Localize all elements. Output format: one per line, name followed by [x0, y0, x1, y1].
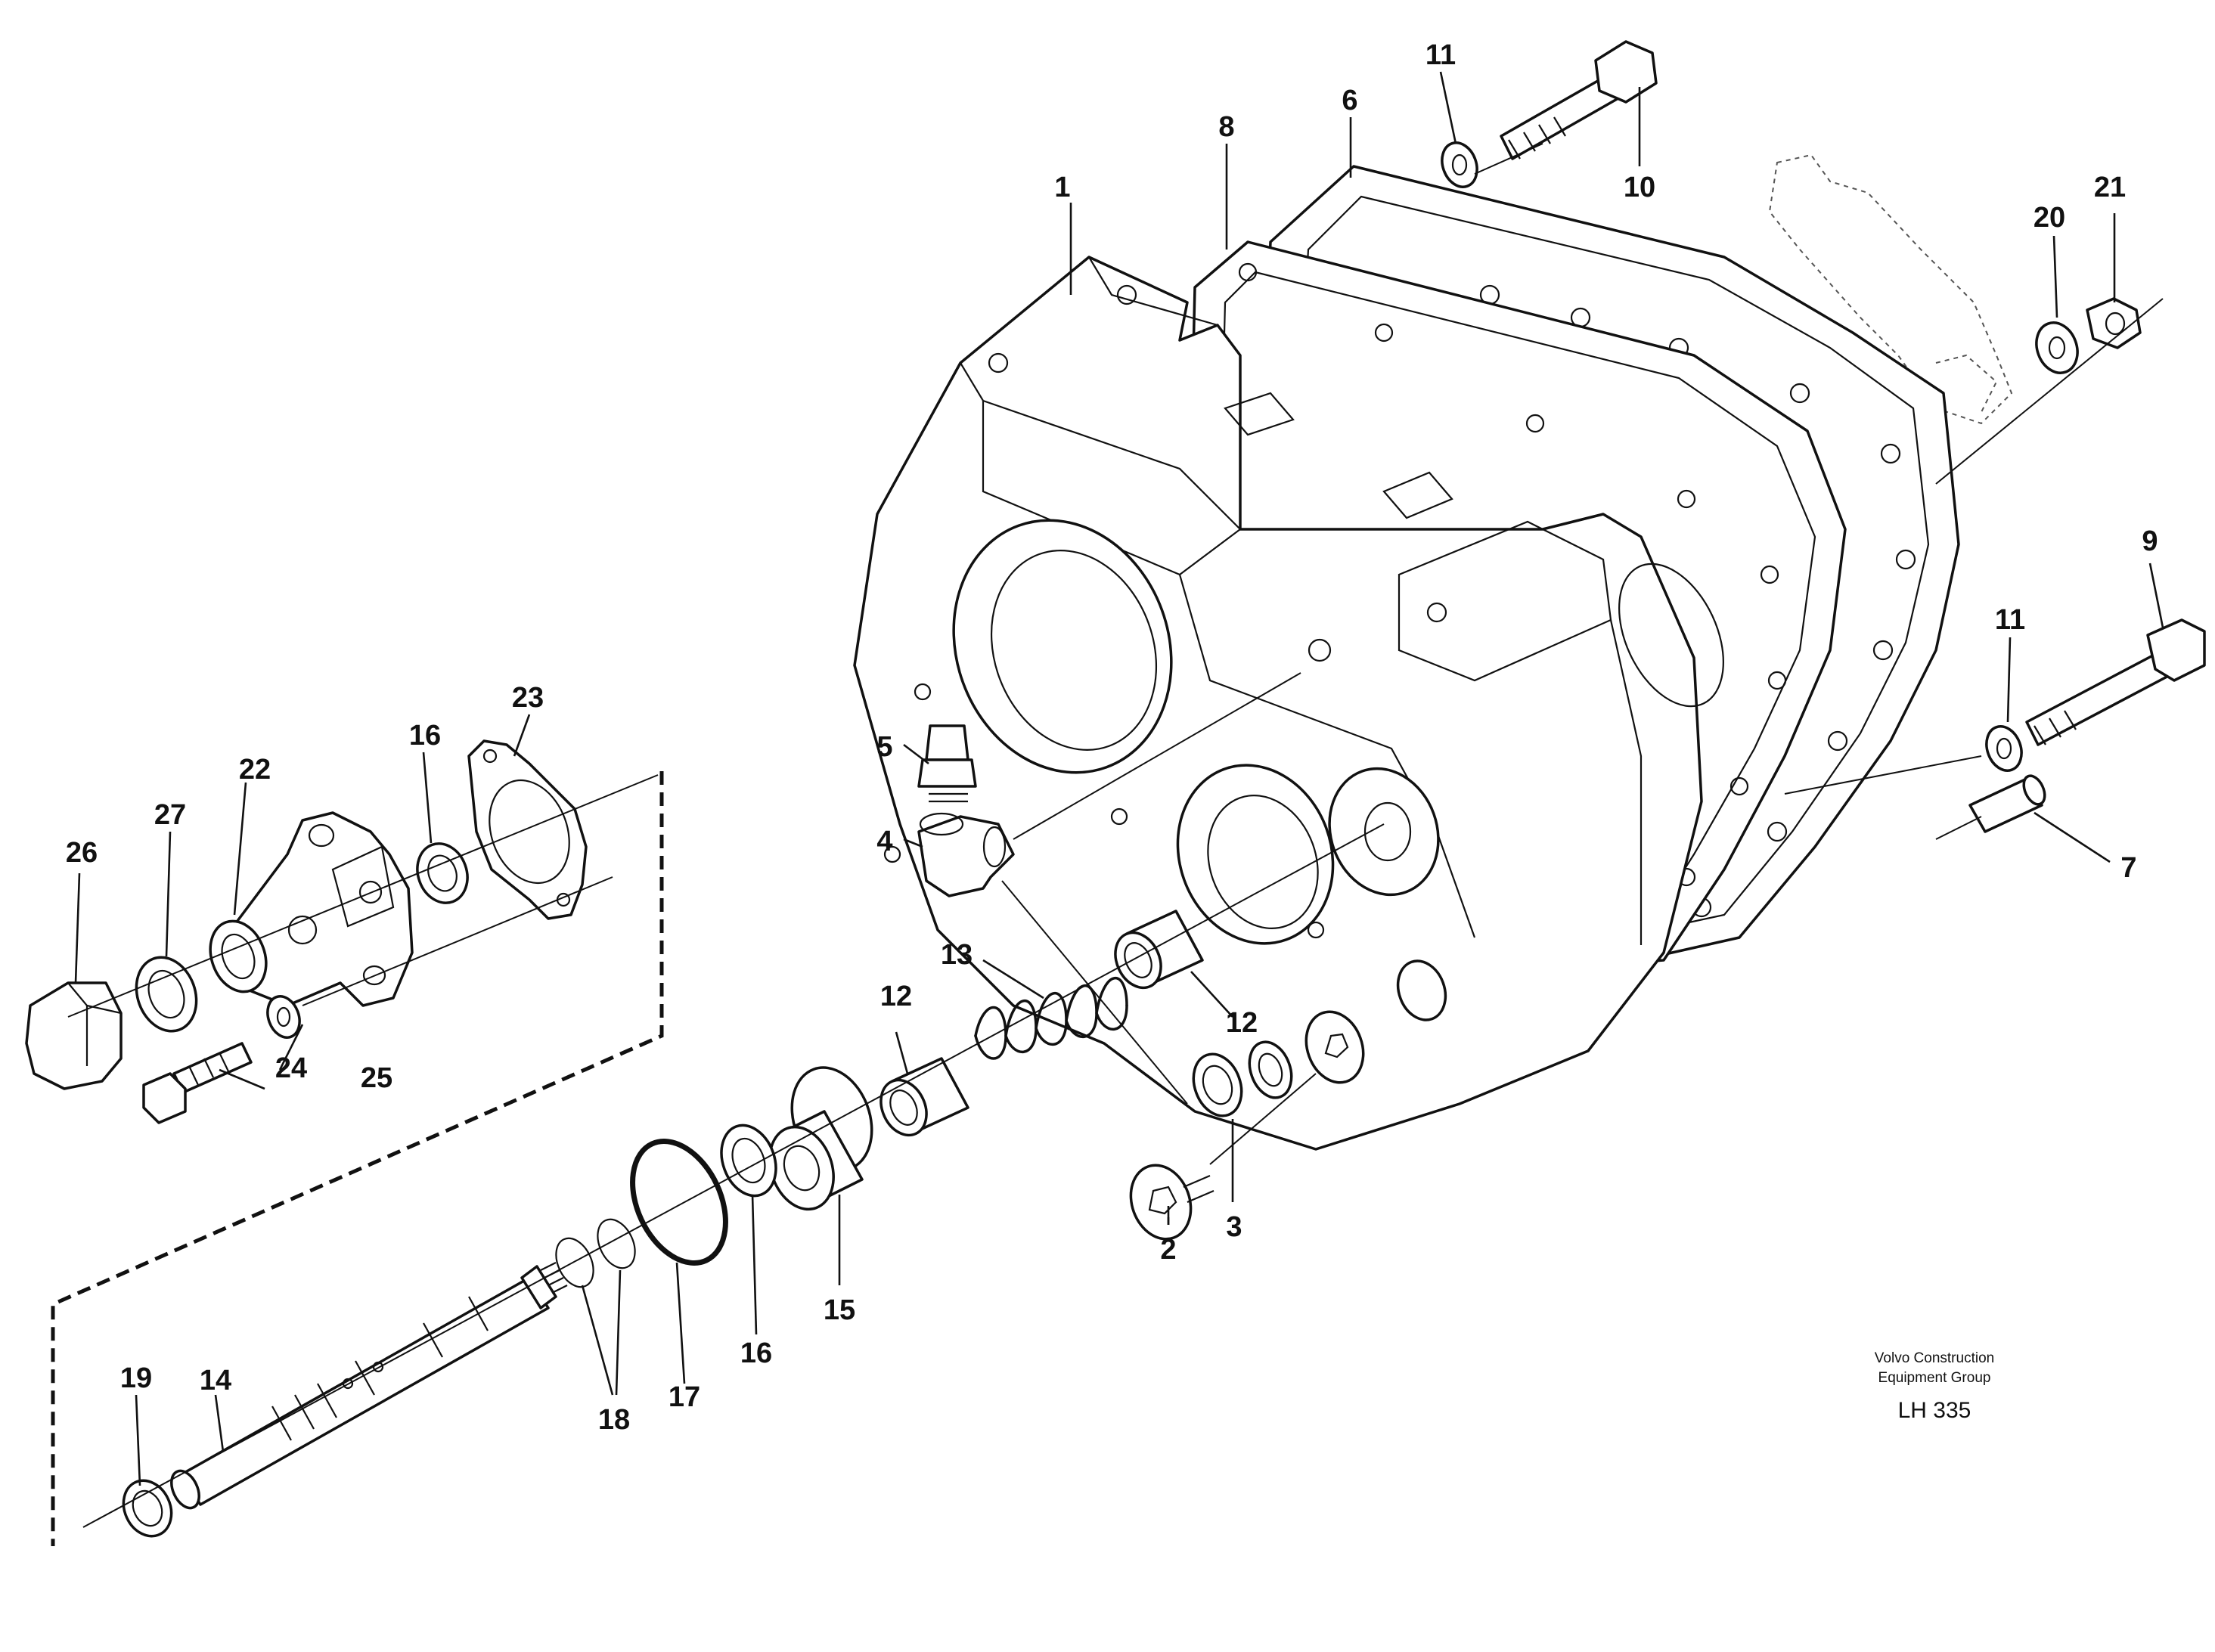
callout-23: 23 — [512, 682, 544, 714]
dowel-pin-7 — [1968, 774, 2046, 833]
callout-10: 10 — [1624, 172, 1655, 203]
callout-26: 26 — [66, 837, 98, 869]
callout-19: 19 — [120, 1362, 152, 1394]
callout-16-lower: 16 — [740, 1337, 772, 1369]
seal-ring-3 — [1192, 1040, 1293, 1117]
leader-lines — [74, 71, 2164, 1486]
callout-labels: 1 2 3 4 5 6 7 8 9 10 11 11 12 12 13 14 1… — [66, 39, 2158, 1436]
cap-nut-26 — [25, 981, 123, 1090]
callout-2: 2 — [1160, 1234, 1176, 1266]
brand-line-2: Equipment Group — [1878, 1370, 1991, 1386]
callout-5: 5 — [876, 731, 892, 763]
end-cap-22 — [209, 811, 414, 1007]
callout-12-upper: 12 — [1226, 1007, 1258, 1039]
callout-15: 15 — [824, 1294, 855, 1326]
callout-11-right: 11 — [1995, 604, 2025, 636]
callout-20: 20 — [2034, 202, 2065, 234]
installed-plug — [1304, 959, 1447, 1084]
callout-11-top: 11 — [1425, 39, 1456, 71]
brand-block: Volvo Construction Equipment Group LH 33… — [1875, 1350, 1994, 1423]
bushing-12-lower — [879, 1057, 969, 1137]
washer-20 — [2035, 321, 2079, 374]
assembly-axes — [67, 143, 2164, 1528]
washer-25 — [266, 995, 301, 1039]
bolt-top — [1500, 40, 1658, 160]
callout-13: 13 — [941, 939, 973, 971]
callout-6: 6 — [1342, 85, 1357, 116]
callout-12-lower: 12 — [880, 981, 912, 1012]
callout-3: 3 — [1226, 1211, 1242, 1243]
seal-27 — [135, 956, 198, 1033]
callout-8: 8 — [1218, 111, 1234, 143]
brand-line-1: Volvo Construction — [1875, 1350, 1994, 1366]
circlip-19 — [122, 1479, 173, 1538]
bolt-right — [2025, 618, 2206, 746]
callout-24: 24 — [275, 1052, 307, 1084]
transmission-housing — [853, 256, 1724, 1151]
callout-21: 21 — [2094, 172, 2126, 203]
plug-5 — [917, 724, 977, 803]
callout-7: 7 — [2120, 852, 2136, 884]
plug-2 — [1129, 1164, 1215, 1241]
gasket-23 — [467, 739, 588, 920]
bushing-12-upper — [1114, 910, 1204, 990]
callout-4: 4 — [876, 826, 892, 857]
callout-1: 1 — [1054, 172, 1070, 203]
callout-18: 18 — [598, 1404, 630, 1436]
callout-17: 17 — [669, 1381, 700, 1413]
callout-27: 27 — [154, 799, 186, 831]
callout-14: 14 — [200, 1365, 231, 1396]
callout-25: 25 — [361, 1062, 392, 1094]
callout-9: 9 — [2142, 525, 2158, 557]
spool-shaft-14 — [170, 1262, 568, 1510]
bolt-24 — [142, 1042, 253, 1124]
sub-assembly-bracket — [51, 771, 664, 1546]
callout-16-upper: 16 — [409, 720, 441, 752]
piston-15 — [768, 1066, 873, 1211]
shims-18 — [555, 1218, 636, 1288]
washer-11-top — [1441, 141, 1478, 188]
seal-16-lower — [720, 1124, 777, 1198]
elbow-fitting-4 — [917, 812, 1015, 897]
washer-11-right — [1985, 725, 2023, 772]
spring-13 — [974, 977, 1128, 1060]
callout-22: 22 — [239, 754, 271, 786]
document-code: LH 335 — [1898, 1398, 1971, 1423]
